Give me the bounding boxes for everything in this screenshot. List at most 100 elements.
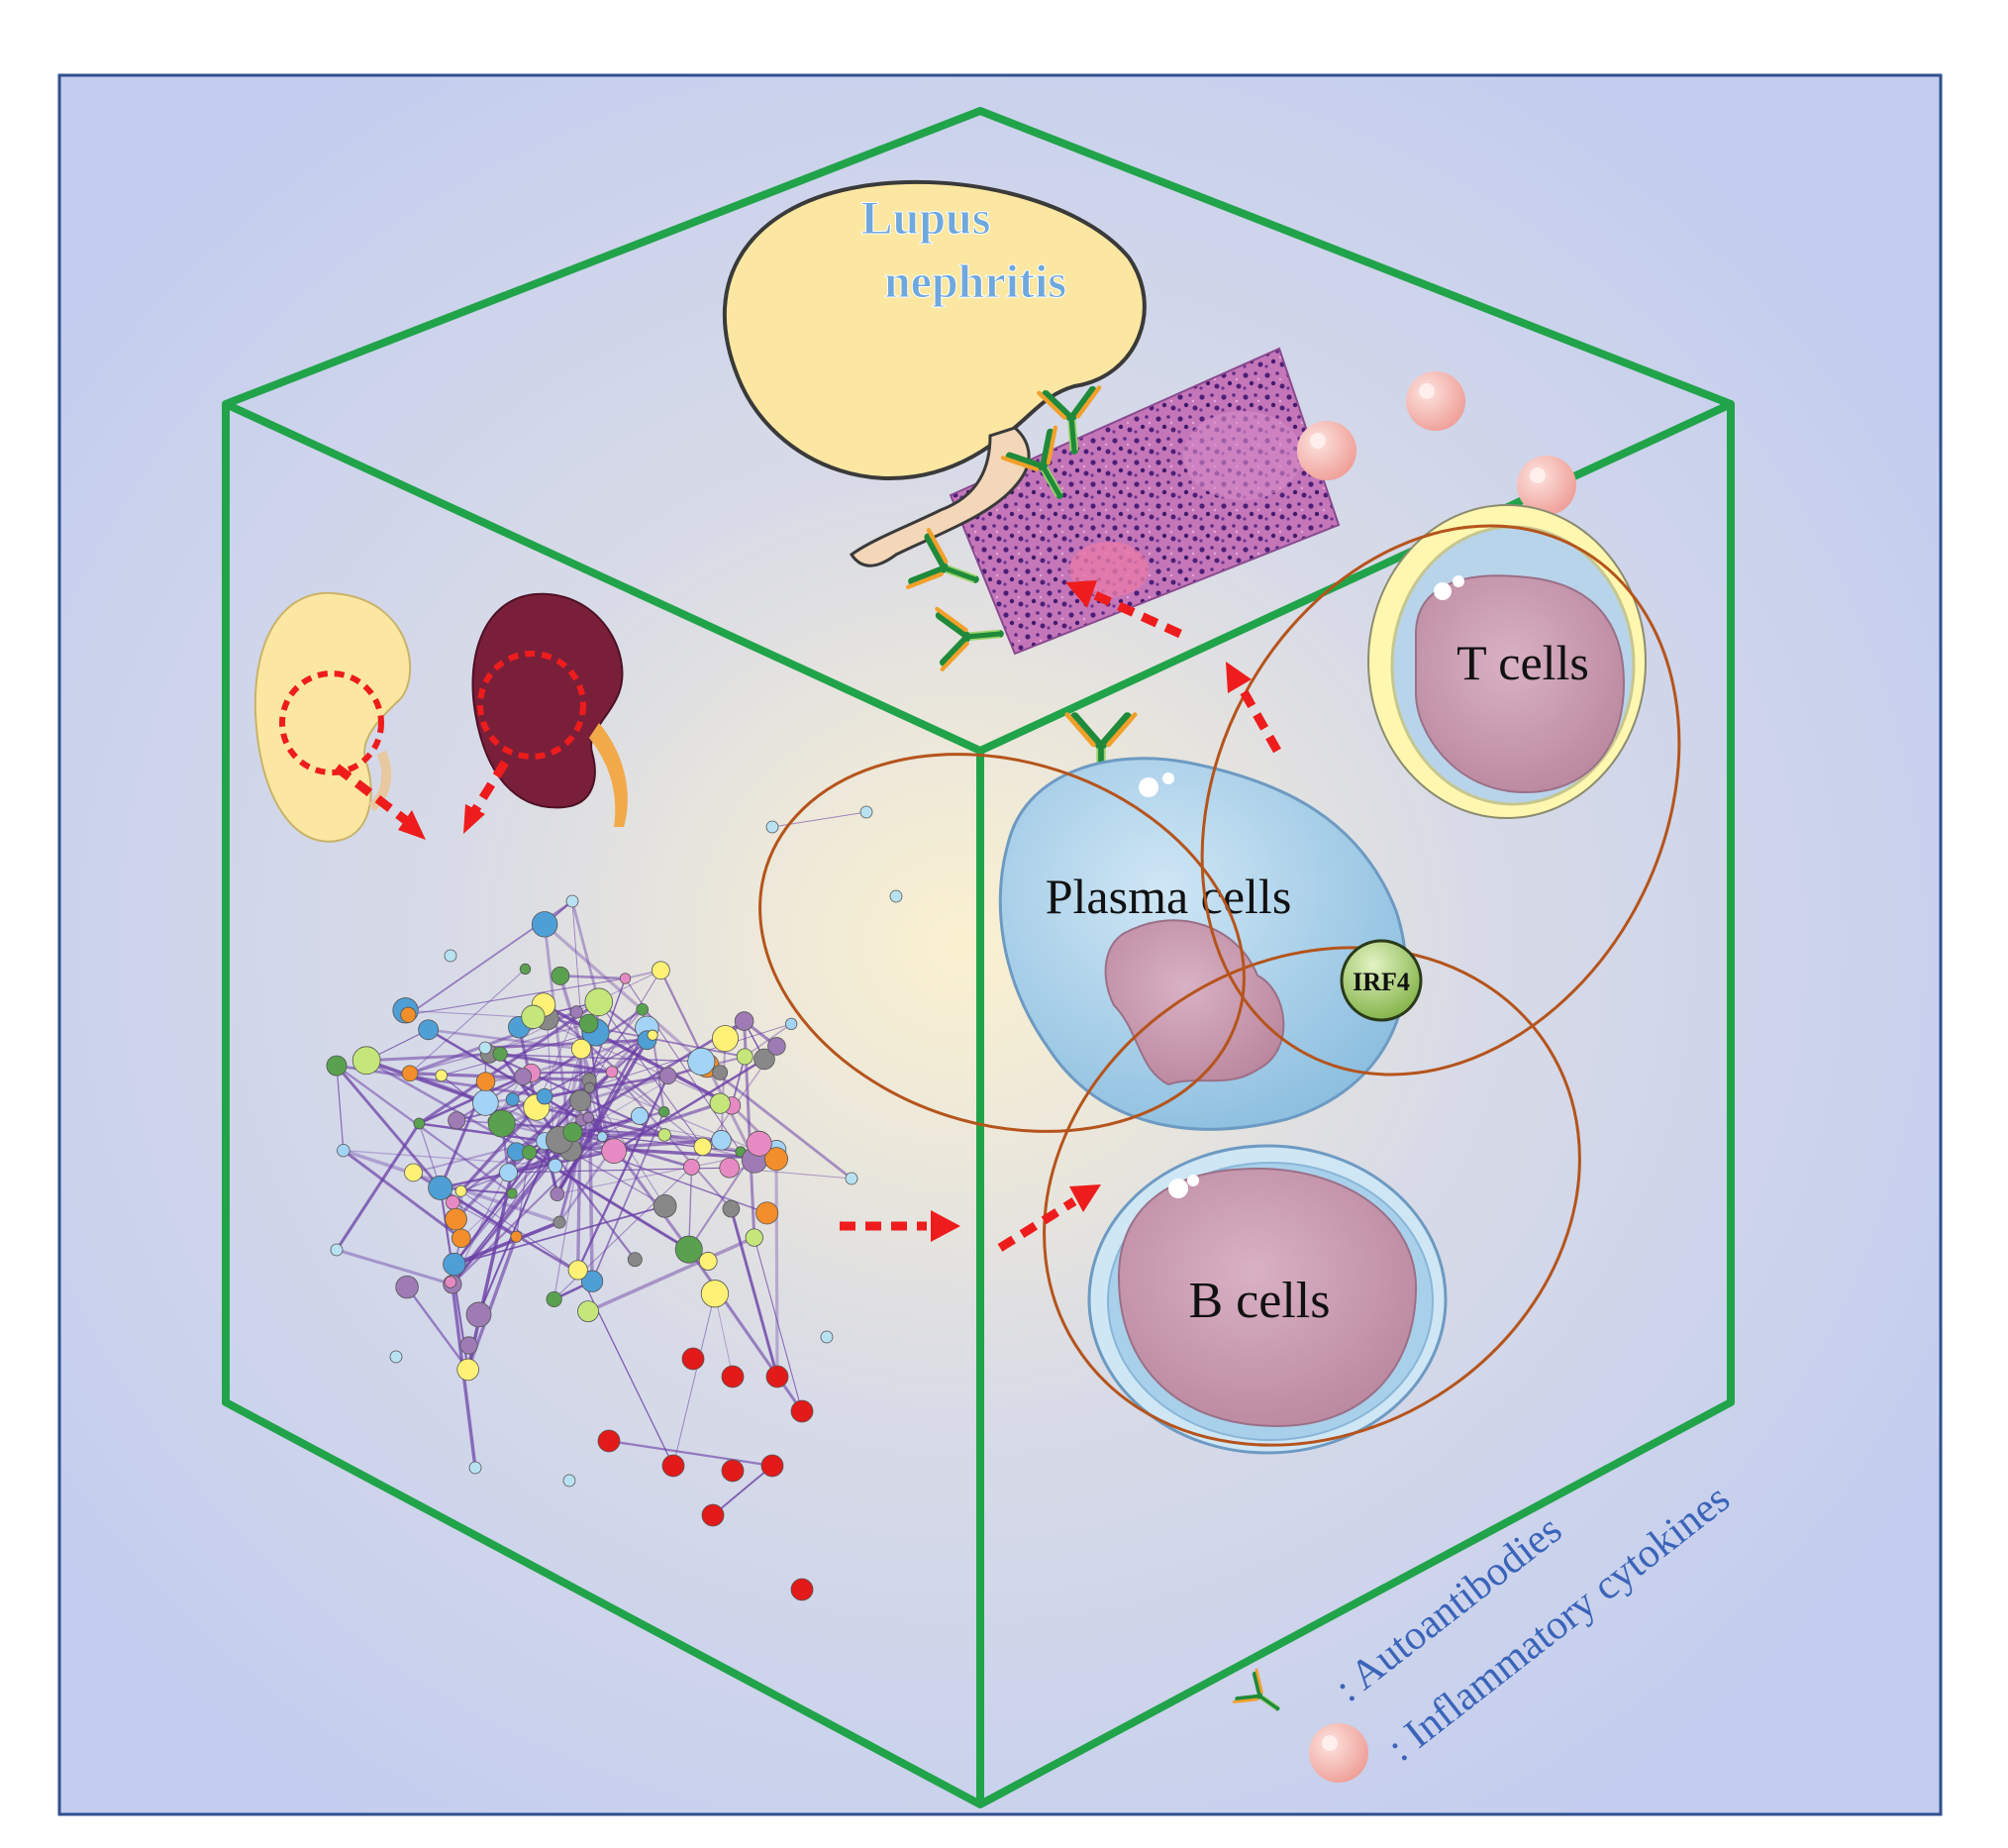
network-node: [658, 1067, 677, 1085]
network-node: [569, 1005, 583, 1019]
network-node: [653, 1193, 677, 1218]
network-node: [522, 1145, 538, 1161]
network-node: [562, 1122, 583, 1143]
network-edge: [729, 1208, 779, 1378]
network-edge: [343, 1150, 555, 1167]
network-node: [785, 1017, 798, 1030]
network-node: [596, 1131, 608, 1143]
network-edge: [579, 1099, 690, 1251]
network-node: [550, 1186, 565, 1202]
network-node: [514, 1068, 533, 1085]
network-edge: [543, 1003, 665, 1113]
network-edge: [408, 977, 626, 1016]
network-node: [764, 1147, 788, 1172]
network-node: [719, 1157, 741, 1179]
network-edge: [588, 970, 661, 1088]
network-node: [652, 961, 670, 980]
network-node: [582, 1111, 594, 1124]
network-node: [578, 1013, 599, 1034]
cube-outline: [222, 107, 1735, 1808]
network-node: [521, 1004, 546, 1029]
network-node: [745, 1228, 763, 1247]
network-node: [413, 1117, 426, 1130]
network-node: [765, 1365, 789, 1388]
network-edge: [576, 1049, 583, 1271]
network-node: [767, 1037, 786, 1056]
network-edge: [672, 1293, 716, 1467]
title-line-2: nephritis: [884, 256, 1066, 308]
histology-tissue-icon: [949, 347, 1341, 656]
network-edge: [501, 1121, 722, 1142]
network-edge: [336, 1066, 345, 1151]
network-edge: [580, 1048, 704, 1148]
network-node: [478, 1041, 492, 1055]
network-edge: [543, 1003, 733, 1107]
network-node: [337, 1143, 351, 1158]
plasma-cell: Plasma cells: [998, 757, 1408, 1131]
network-node: [444, 949, 457, 963]
network-node: [459, 1336, 478, 1355]
network-edge: [558, 975, 614, 1150]
network-edge: [419, 1122, 546, 1143]
network-node: [389, 1350, 403, 1364]
plasma-cells-label: Plasma cells: [1046, 869, 1292, 924]
network-edge: [714, 1293, 734, 1378]
network-node: [454, 1184, 467, 1197]
network-node: [465, 1301, 492, 1328]
network-node: [698, 1252, 718, 1271]
network-node: [444, 1276, 457, 1288]
network-node: [519, 963, 532, 975]
network-edge: [531, 1071, 612, 1075]
network-edge: [544, 1075, 668, 1098]
network-node: [657, 1128, 671, 1142]
network-edge: [465, 1151, 519, 1371]
network-node: [565, 894, 579, 908]
network-node: [636, 1002, 650, 1016]
network-edge: [336, 1065, 513, 1195]
network-node: [661, 1454, 685, 1478]
network-node: [492, 1046, 508, 1062]
network-node: [456, 1358, 479, 1382]
network-edge: [450, 1131, 574, 1283]
network-node: [577, 1300, 599, 1323]
network-node: [400, 1006, 417, 1023]
network-node: [443, 1252, 466, 1277]
kidney-icon: [722, 179, 1147, 567]
network-edge: [342, 1149, 462, 1240]
network-edge: [366, 1052, 501, 1063]
network-node: [584, 987, 613, 1017]
network-node: [567, 1260, 588, 1281]
network-edge: [598, 1001, 704, 1148]
network-edge: [544, 923, 703, 1064]
network-edge: [559, 975, 626, 980]
network-edge: [452, 1140, 547, 1266]
network-edge: [441, 1032, 596, 1077]
network-node: [506, 1187, 518, 1199]
network-node: [546, 1290, 562, 1308]
network-node: [631, 1106, 650, 1125]
network-node: [681, 1347, 705, 1371]
network-node: [330, 1243, 344, 1257]
network-node: [889, 889, 903, 903]
network-node: [472, 1089, 499, 1116]
network-node: [700, 1280, 730, 1308]
network-edge: [587, 1235, 755, 1313]
irf4-marker: IRF4: [1340, 939, 1423, 1022]
network-node: [859, 805, 873, 819]
network-edge: [336, 1248, 453, 1286]
network-node: [722, 1199, 741, 1218]
network-node: [401, 1065, 419, 1082]
network-node: [820, 1330, 834, 1344]
network-edge: [533, 1016, 733, 1106]
network-node: [765, 820, 779, 834]
network-node: [580, 1270, 604, 1292]
network-node: [468, 1461, 482, 1475]
cytokine-icon: [1309, 1723, 1368, 1783]
network-node: [404, 1163, 423, 1182]
network-node: [674, 1235, 703, 1264]
network-node: [448, 1111, 466, 1130]
network-node: [709, 1092, 731, 1114]
network-node: [760, 1454, 784, 1478]
network-node: [734, 1011, 754, 1031]
